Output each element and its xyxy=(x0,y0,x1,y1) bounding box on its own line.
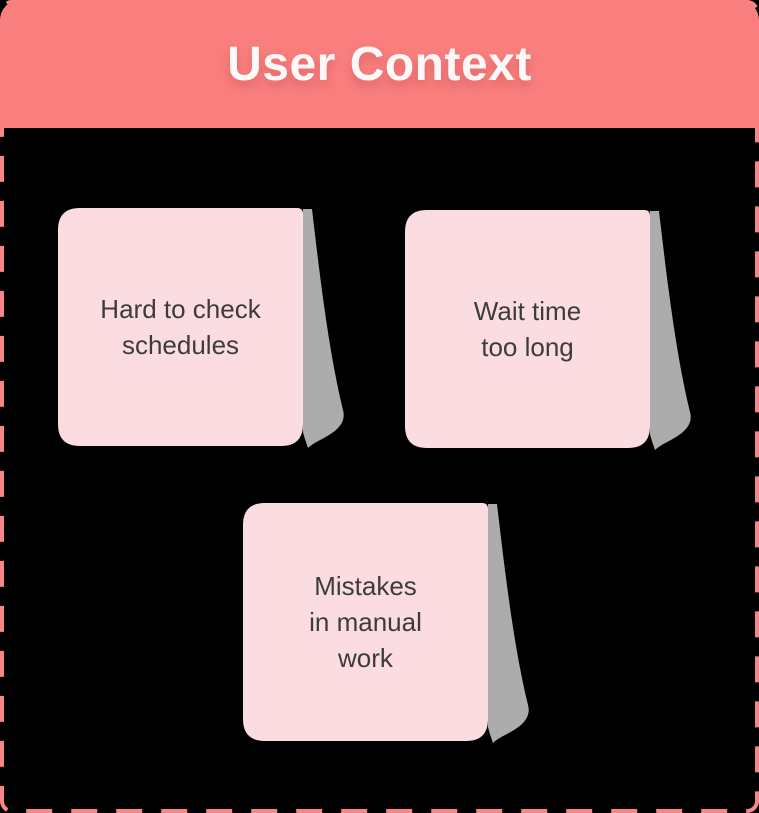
sticky-note-mistakes-in-manual-work[interactable]: Mistakes in manual work xyxy=(243,503,535,749)
note-paper xyxy=(243,503,488,741)
page-curl-icon xyxy=(650,211,691,450)
sticky-note-shape xyxy=(58,208,344,448)
note-paper xyxy=(405,210,650,448)
sticky-note-hard-to-check-schedules[interactable]: Hard to check schedules xyxy=(58,208,350,454)
board-header: User Context xyxy=(0,0,759,128)
sticky-note-text: Wait time too long xyxy=(473,296,582,362)
sticky-note-wait-time-too-long[interactable]: Wait time too long xyxy=(405,210,697,456)
page-curl-icon xyxy=(303,209,344,448)
page-title: User Context xyxy=(227,37,532,91)
page-curl-icon xyxy=(488,504,529,743)
note-paper xyxy=(58,208,303,446)
sticky-note-text: Mistakes in manual work xyxy=(309,571,422,673)
sticky-note-shape xyxy=(405,210,691,450)
sticky-note-shape xyxy=(243,503,529,743)
sticky-note-text: Hard to check schedules xyxy=(100,294,261,360)
